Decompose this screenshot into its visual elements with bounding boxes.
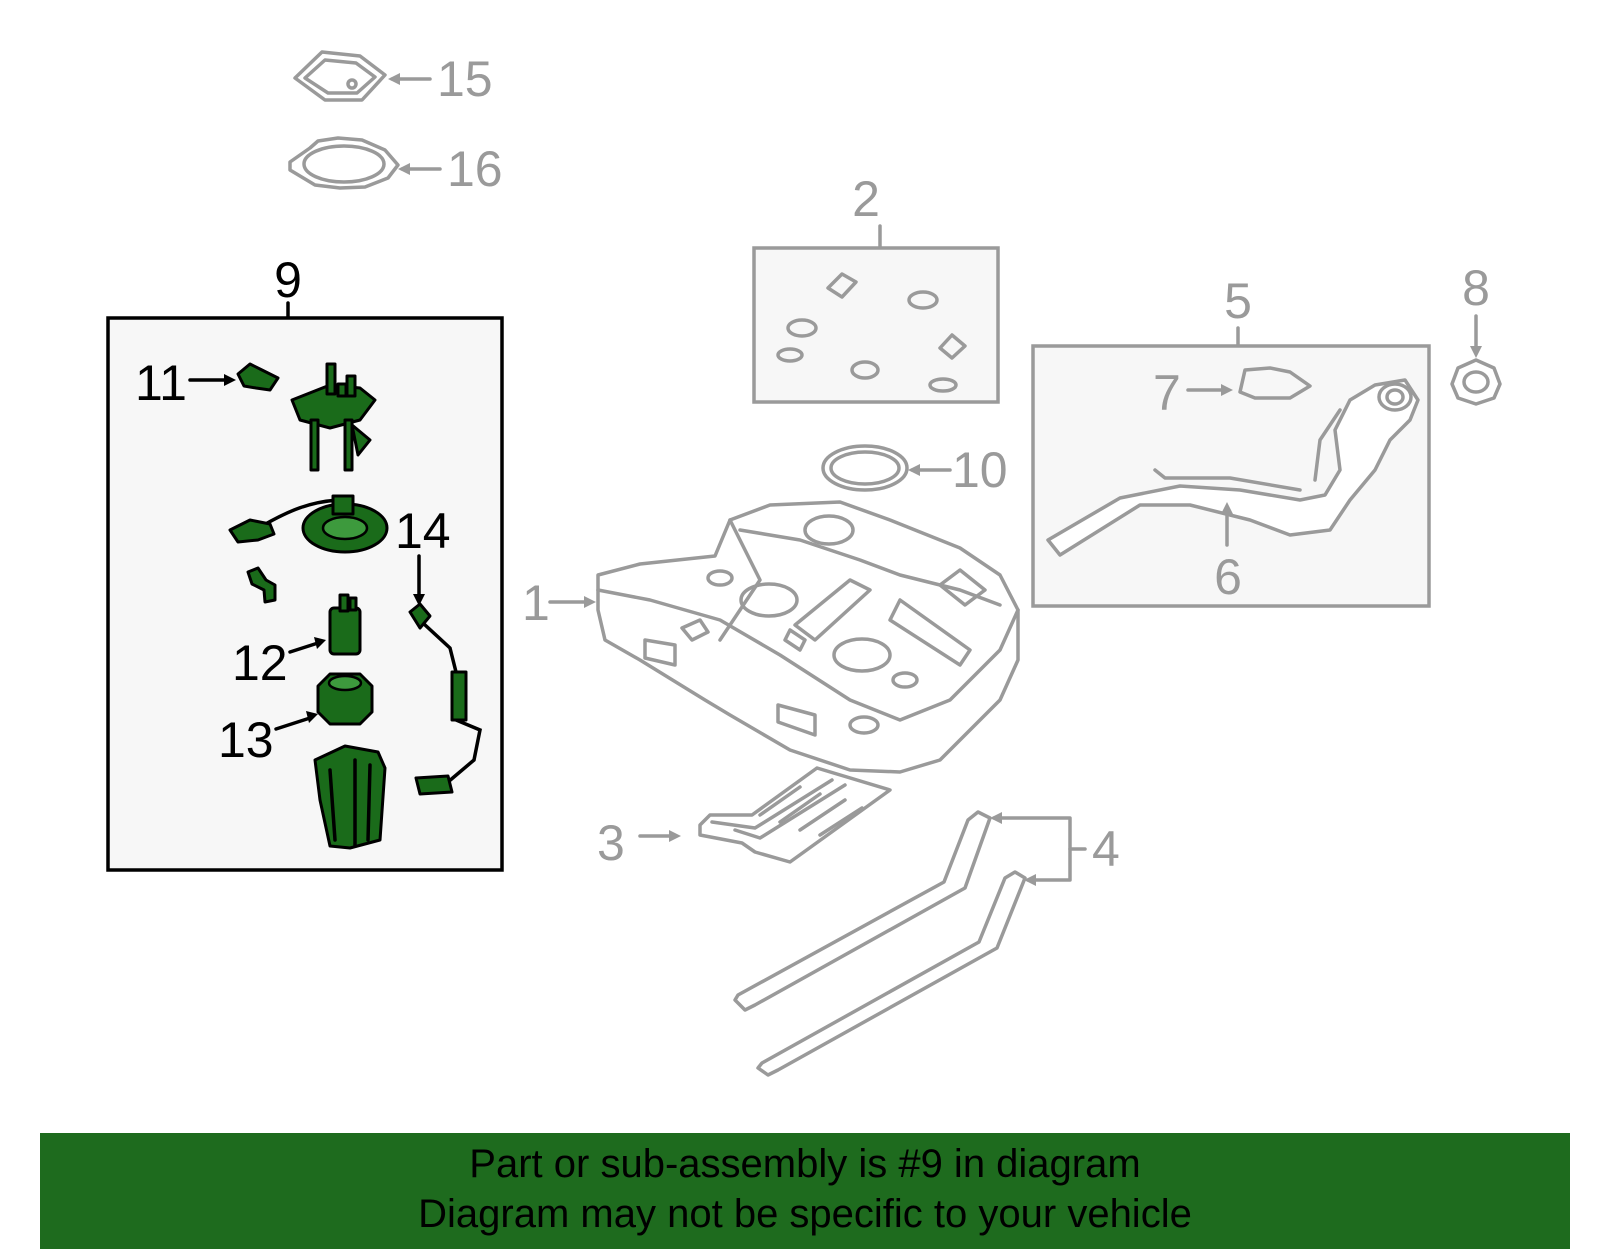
callout-16: 16 [447,141,503,197]
callout-9: 9 [274,252,302,308]
banner-line-2: Diagram may not be specific to your vehi… [418,1192,1192,1236]
part-10-seal: 10 [821,442,1008,498]
callout-2: 2 [852,171,880,227]
part-15-gasket: 15 [293,50,493,107]
callout-13: 13 [218,712,274,768]
callout-12: 12 [232,635,288,691]
part-4-tank-straps: 4 [733,810,1120,1077]
part-1-fuel-tank: 1 [522,500,1020,774]
callout-7: 7 [1153,365,1181,421]
part-9-fuel-pump-module: 9 11 12 13 [106,252,504,872]
part-5-filler-pipe-assembly: 5 7 6 [1031,273,1431,608]
callout-11: 11 [135,355,187,411]
callout-10: 10 [952,442,1008,498]
callout-5: 5 [1224,273,1252,329]
callout-6: 6 [1214,549,1242,605]
callout-1: 1 [522,575,550,631]
banner-line-1: Part or sub-assembly is #9 in diagram [469,1142,1141,1186]
part-16-lock-ring: 16 [288,136,503,197]
callout-14: 14 [395,503,451,559]
part-8-cap: 8 [1450,260,1502,406]
part-3-heat-shield: 3 [597,766,892,871]
part-2-pad-kit: 2 [752,171,1000,404]
callout-3: 3 [597,815,625,871]
callout-8: 8 [1462,260,1490,316]
info-banner: Part or sub-assembly is #9 in diagram Di… [40,1133,1570,1249]
callout-4: 4 [1092,821,1120,877]
callout-15: 15 [437,51,493,107]
